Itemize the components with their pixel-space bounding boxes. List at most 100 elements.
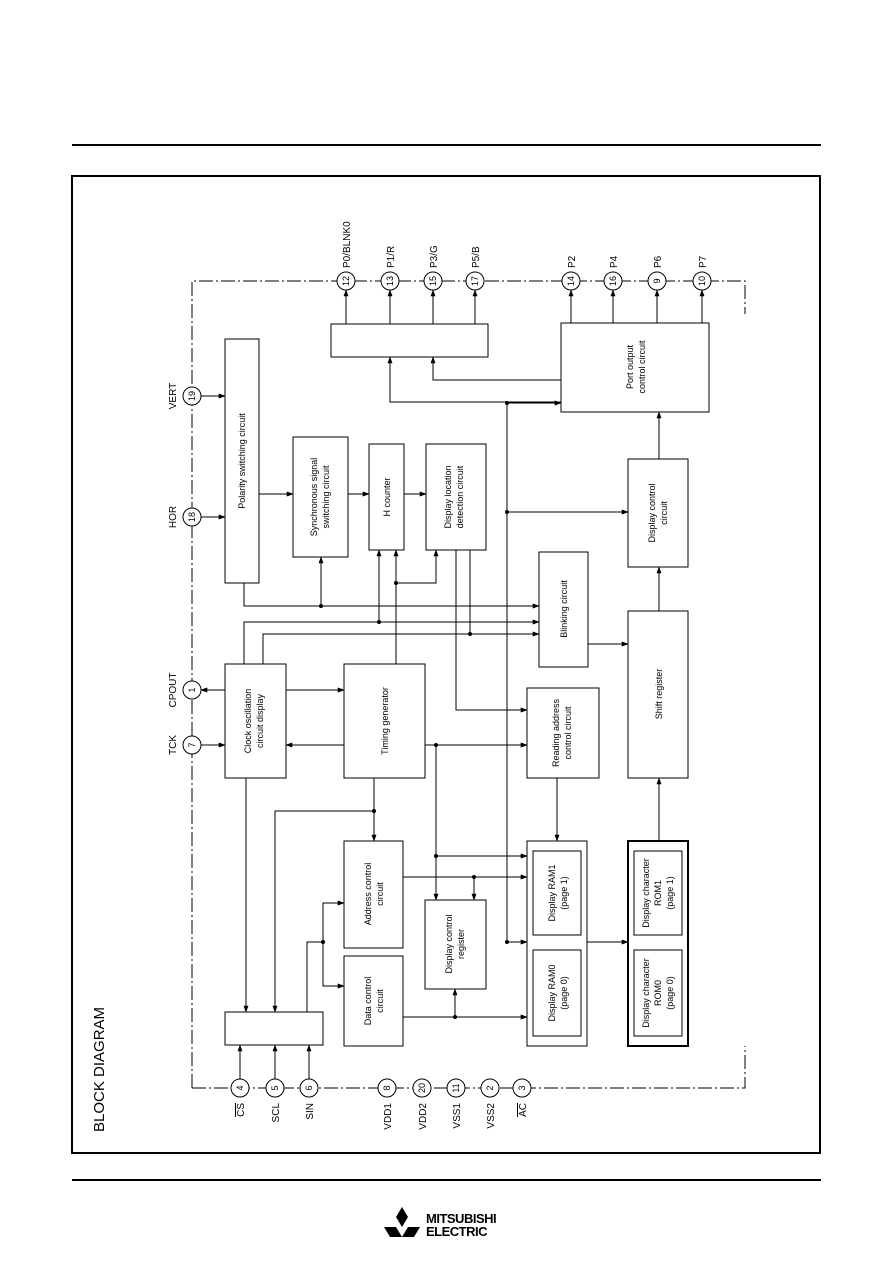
display-location-block — [425, 443, 487, 551]
pin-label: P6 — [653, 255, 664, 268]
pin-label: HOR — [168, 506, 179, 528]
pin-number: 13 — [385, 276, 395, 286]
pin-circle — [647, 271, 667, 291]
display-control-register-block — [424, 899, 487, 990]
reading-address-block — [526, 687, 600, 779]
pin-number: 2 — [485, 1085, 495, 1090]
pin-label: SIN — [305, 1103, 316, 1120]
display-rom1-block — [633, 850, 683, 936]
block-label: Display control — [444, 914, 454, 973]
block-label: circuit — [375, 882, 385, 906]
data-control-block — [343, 955, 404, 1047]
pin-number: 19 — [187, 391, 197, 401]
pin-circle — [377, 1078, 397, 1098]
pin-label: TCK — [168, 735, 179, 755]
block-label: register — [456, 929, 466, 959]
display-control-circuit-block — [627, 458, 689, 568]
pin-circle — [380, 271, 400, 291]
pin-number: 8 — [382, 1085, 392, 1090]
block-label: Polarity switching circuit — [237, 413, 247, 509]
block-label: (page 1) — [559, 876, 569, 910]
wire — [396, 549, 439, 584]
brand-wordmark: MITSUBISHI ELECTRIC — [426, 1212, 497, 1239]
pin-circle — [561, 271, 581, 291]
pin-number: 14 — [566, 276, 576, 286]
pin-number: 16 — [608, 276, 618, 286]
junction-dot — [434, 743, 438, 747]
block-label: Clock oscillation — [243, 689, 253, 754]
pin-number: 18 — [187, 512, 197, 522]
block-label: Blinking circuit — [559, 580, 569, 638]
diagram-title: BLOCK DIAGRAM — [91, 1007, 108, 1132]
pin-number: 3 — [517, 1085, 527, 1090]
block-label: circuit — [375, 989, 385, 1013]
junction-dot — [453, 1015, 457, 1019]
mitsubishi-logo-icon — [384, 1207, 420, 1237]
pin-circle — [182, 507, 202, 527]
block-label: control circuit — [637, 340, 647, 394]
pin-circle — [230, 1078, 250, 1098]
pin-circle — [603, 271, 623, 291]
pin-label: P7 — [698, 255, 709, 268]
serial-interface-block — [224, 1011, 324, 1046]
block-label: Display location — [443, 465, 453, 528]
pin-number: 7 — [187, 742, 197, 747]
pin-circle — [182, 680, 202, 700]
block-label: Port output — [625, 344, 635, 389]
shift-register-block — [627, 610, 689, 779]
block-label: circuit display — [255, 693, 265, 748]
junction-dot — [394, 581, 398, 585]
block-label: Reading address — [551, 698, 561, 767]
junction-dot — [505, 940, 509, 944]
brand-line: ELECTRIC — [426, 1224, 488, 1239]
block-label: Display RAM1 — [547, 864, 557, 921]
junction-dot — [372, 809, 376, 813]
address-control-block — [343, 840, 404, 949]
junction-dot — [505, 510, 509, 514]
pin-label: VSS2 — [486, 1103, 497, 1129]
junction-dot — [468, 632, 472, 636]
pin-number: 10 — [697, 276, 707, 286]
wire — [430, 356, 561, 381]
pin-number: 15 — [428, 276, 438, 286]
block-label: Display control — [647, 483, 657, 542]
h-counter-block — [368, 443, 405, 551]
output-buffer-block — [330, 323, 489, 358]
pin-number: 17 — [470, 276, 480, 286]
pin-circle — [182, 735, 202, 755]
block-label: detection circuit — [455, 465, 465, 528]
pin-circle — [182, 386, 202, 406]
pin-number: 9 — [652, 278, 662, 283]
header-rule — [72, 144, 821, 146]
pin-circle — [265, 1078, 285, 1098]
pin-circle — [299, 1078, 319, 1098]
display-rom0-block — [633, 949, 683, 1037]
block-label: ROM1 — [653, 880, 663, 906]
pin-number: 4 — [235, 1085, 245, 1090]
pin-circle — [423, 271, 443, 291]
pin-circle — [412, 1078, 432, 1098]
block-label: Synchronous signal — [309, 458, 319, 537]
junction-dot — [472, 875, 476, 879]
polarity-switching-block — [224, 338, 260, 584]
junction-dot — [321, 940, 325, 944]
pin-number: 20 — [417, 1083, 427, 1093]
blinking-circuit-block — [538, 551, 589, 668]
block-label: ROM0 — [653, 980, 663, 1006]
sync-switching-block — [292, 436, 349, 558]
block-label: switching circuit — [321, 465, 331, 529]
pin-number: 6 — [304, 1085, 314, 1090]
clock-oscillation-block — [224, 663, 287, 779]
junction-dot — [377, 620, 381, 624]
wire — [455, 550, 528, 713]
wire — [243, 619, 540, 664]
block-label: (page 1) — [665, 876, 675, 910]
pin-label: SCL — [271, 1103, 282, 1123]
block-label: Display character — [641, 858, 651, 928]
pin-circle — [336, 271, 356, 291]
pin-number: 12 — [341, 276, 351, 286]
wire — [272, 778, 375, 1013]
pin-label: VDD1 — [383, 1103, 394, 1130]
